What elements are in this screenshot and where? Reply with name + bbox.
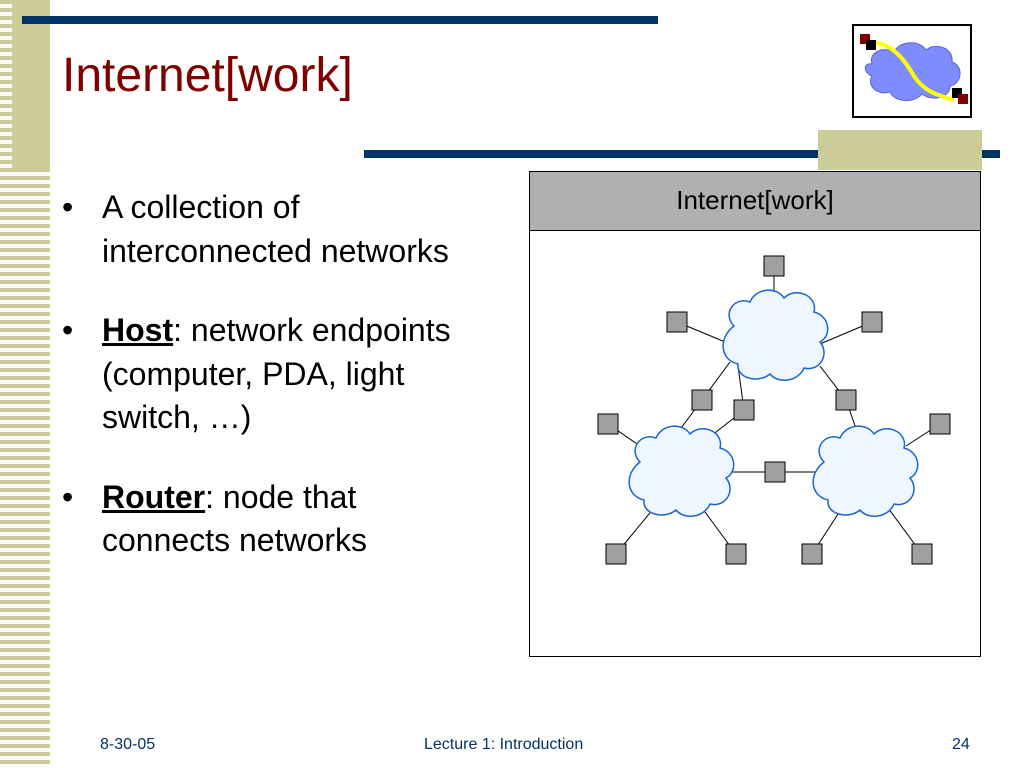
node (666, 311, 688, 333)
diagram-header: Internet[work] (530, 172, 980, 231)
node (733, 399, 755, 421)
network-cloud (628, 425, 735, 517)
bullet-text: A collection of interconnected networks (102, 189, 449, 269)
footer-lecture: Lecture 1: Introduction (424, 736, 584, 753)
footer-page-number: 24 (952, 736, 970, 753)
network-nodes (597, 255, 951, 565)
bullet-term: Host (102, 312, 174, 349)
node (835, 389, 857, 411)
network-diagram-svg (597, 255, 951, 565)
node (861, 311, 883, 333)
node (801, 543, 823, 565)
node (764, 461, 786, 483)
bullet-collection: A collection of interconnected networks (62, 186, 492, 273)
bullet-text: : node that connects networks (102, 478, 368, 559)
node (725, 543, 747, 565)
middle-rule (364, 150, 1000, 158)
network-cloud (812, 425, 919, 517)
node (597, 413, 619, 435)
bullet-term: Router (102, 478, 206, 515)
network-logo-icon (852, 24, 972, 118)
node (605, 543, 627, 565)
bullet-host: Host: network endpoints (computer, PDA, … (62, 309, 492, 440)
bullet-router: Router: node that connects networks (62, 476, 492, 563)
bullet-text: : network endpoints (computer, PDA, ligh… (102, 312, 451, 436)
slide-title: Internet[work] (62, 49, 353, 102)
node (911, 543, 933, 565)
footer-date: 8-30-05 (100, 736, 156, 753)
left-stripe-block (12, 0, 50, 170)
tan-accent-box (818, 130, 982, 170)
node (691, 389, 713, 411)
network-cloud (722, 289, 829, 381)
internetwork-diagram: Internet[work] (529, 171, 981, 657)
bullet-list: A collection of interconnected networks … (62, 186, 492, 599)
top-rule (22, 16, 658, 24)
node (929, 413, 951, 435)
node (763, 255, 785, 277)
